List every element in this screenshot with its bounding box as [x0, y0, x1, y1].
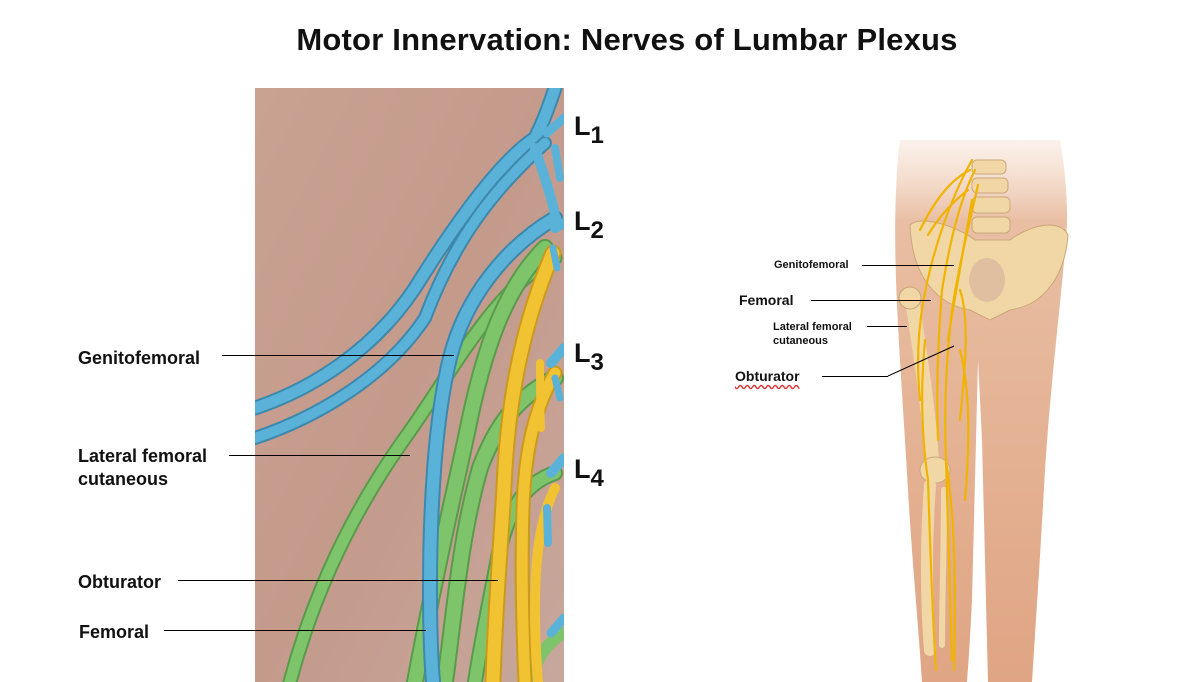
obturator-nerve [484, 244, 563, 682]
segment-label-l4: L4 [574, 454, 604, 492]
right-leader-lateral-femoral [867, 326, 907, 327]
leader-line-femoral [164, 630, 426, 631]
genitofemoral-nerve [255, 88, 564, 682]
right-leader-femoral [811, 300, 931, 301]
lumbar-nerves [916, 158, 980, 672]
lower-body-illustration [860, 140, 1100, 682]
right-label-lateral-femoral-cutaneous: Lateral femoral cutaneous [773, 321, 852, 347]
right-leader-genitofemoral [862, 265, 954, 266]
plexus-illustration [255, 88, 564, 682]
leader-line-obturator [178, 580, 498, 581]
right-leader-obturator [822, 376, 888, 377]
label-obturator: Obturator [78, 572, 161, 592]
label-lateral-femoral-cutaneous: Lateral femoral cutaneous [78, 446, 208, 489]
right-leader-obturator-diagonal [887, 345, 955, 377]
right-label-genitofemoral: Genitofemoral [774, 259, 849, 271]
leader-line-genitofemoral [222, 355, 454, 356]
right-label-obturator: Obturator [735, 368, 800, 384]
segment-label-l2: L2 [574, 206, 604, 244]
segment-label-l1: L1 [574, 111, 604, 149]
label-femoral: Femoral [79, 622, 150, 642]
lumbar-plexus-closeup [255, 88, 564, 682]
lower-body-figure [895, 140, 1069, 682]
right-label-femoral: Femoral [739, 292, 794, 308]
segment-label-l3: L3 [574, 338, 604, 376]
page-title: Motor Innervation: Nerves of Lumbar Plex… [296, 22, 958, 57]
leader-line-lateral-femoral [229, 455, 410, 456]
label-genitofemoral: Genitofemoral [78, 348, 201, 368]
